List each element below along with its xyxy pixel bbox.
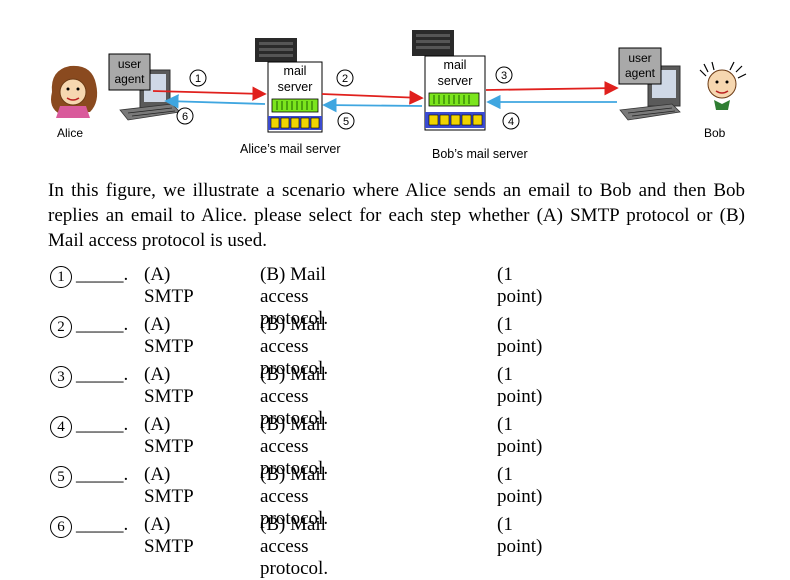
bob-server-caption: Bob’s mail server	[432, 147, 528, 161]
option-a-2: (A) SMTP	[144, 314, 194, 357]
points-3: (1 point)	[497, 364, 543, 407]
points-6: (1 point)	[497, 514, 543, 557]
option-a-6: (A) SMTP	[144, 514, 194, 557]
arrow-step-6	[164, 94, 266, 109]
bob-server-label-2: server	[438, 74, 473, 88]
step-badge-3: 3	[495, 66, 513, 84]
bob-server-tower	[412, 30, 454, 56]
svg-text:6: 6	[182, 111, 188, 123]
arrow-step-2	[321, 90, 424, 105]
alice-name: Alice	[57, 126, 83, 140]
step-number-3: 3	[50, 366, 72, 388]
points-2: (1 point)	[497, 314, 543, 357]
alice-server-queue	[271, 98, 319, 113]
svg-text:5: 5	[343, 116, 349, 128]
step-number-5: 5	[50, 466, 72, 488]
answer-blank-3: _____.	[76, 364, 129, 385]
points-1: (1 point)	[497, 264, 543, 307]
alice-server-tower	[255, 38, 297, 62]
bob-user-agent-label-1: user	[628, 51, 651, 65]
alice-server-label-1: mail	[284, 64, 307, 78]
option-a-5: (A) SMTP	[144, 464, 194, 507]
option-a-1: (A) SMTP	[144, 264, 194, 307]
answer-blank-2: _____.	[76, 314, 129, 335]
points-4: (1 point)	[497, 414, 543, 457]
alice-server-caption: Alice’s mail server	[240, 142, 341, 156]
arrow-step-1	[152, 86, 267, 101]
alice-figure	[51, 65, 98, 118]
arrow-step-5	[322, 97, 423, 113]
bob-figure	[699, 61, 747, 110]
svg-text:3: 3	[501, 70, 507, 82]
option-b-2: (B) Mail access protocol.	[260, 314, 329, 379]
arrow-step-3	[485, 80, 619, 96]
step-badge-5: 5	[337, 112, 355, 130]
step-badge-6: 6	[176, 107, 194, 125]
alice-user-agent-box	[108, 53, 151, 91]
bob-server-label-1: mail	[444, 58, 467, 72]
option-b-1: (B) Mail access protocol.	[260, 264, 329, 329]
option-b-3: (B) Mail access protocol.	[260, 364, 329, 429]
points-5: (1 point)	[497, 464, 543, 507]
bob-user-agent-box	[618, 47, 662, 85]
question-prompt: In this figure, we illustrate a scenario…	[48, 180, 745, 251]
email-flow-diagram: Alice user agent mail server Alice’s mai…	[51, 30, 747, 161]
svg-text:4: 4	[508, 116, 514, 128]
step-badge-1: 1	[189, 69, 207, 87]
option-a-4: (A) SMTP	[144, 414, 194, 457]
step-badge-2: 2	[336, 69, 354, 87]
answer-blank-4: _____.	[76, 414, 129, 435]
alice-user-agent-label-2: agent	[114, 72, 145, 86]
option-b-6: (B) Mail access protocol.	[260, 514, 329, 579]
step-number-4: 4	[50, 416, 72, 438]
alice-user-agent-label-1: user	[118, 57, 141, 71]
svg-text:1: 1	[195, 73, 201, 85]
option-a-3: (A) SMTP	[144, 364, 194, 407]
step-badge-4: 4	[502, 112, 520, 130]
answer-blank-5: _____.	[76, 464, 129, 485]
bob-name: Bob	[704, 126, 726, 140]
answer-blank-6: _____.	[76, 514, 129, 535]
answer-blank-1: _____.	[76, 264, 129, 285]
option-b-5: (B) Mail access protocol.	[260, 464, 329, 529]
step-number-1: 1	[50, 266, 72, 288]
alice-server-label-2: server	[278, 80, 313, 94]
step-number-2: 2	[50, 316, 72, 338]
step-number-6: 6	[50, 516, 72, 538]
option-b-4: (B) Mail access protocol.	[260, 414, 329, 479]
svg-text:2: 2	[342, 73, 348, 85]
bob-user-agent-label-2: agent	[625, 66, 656, 80]
